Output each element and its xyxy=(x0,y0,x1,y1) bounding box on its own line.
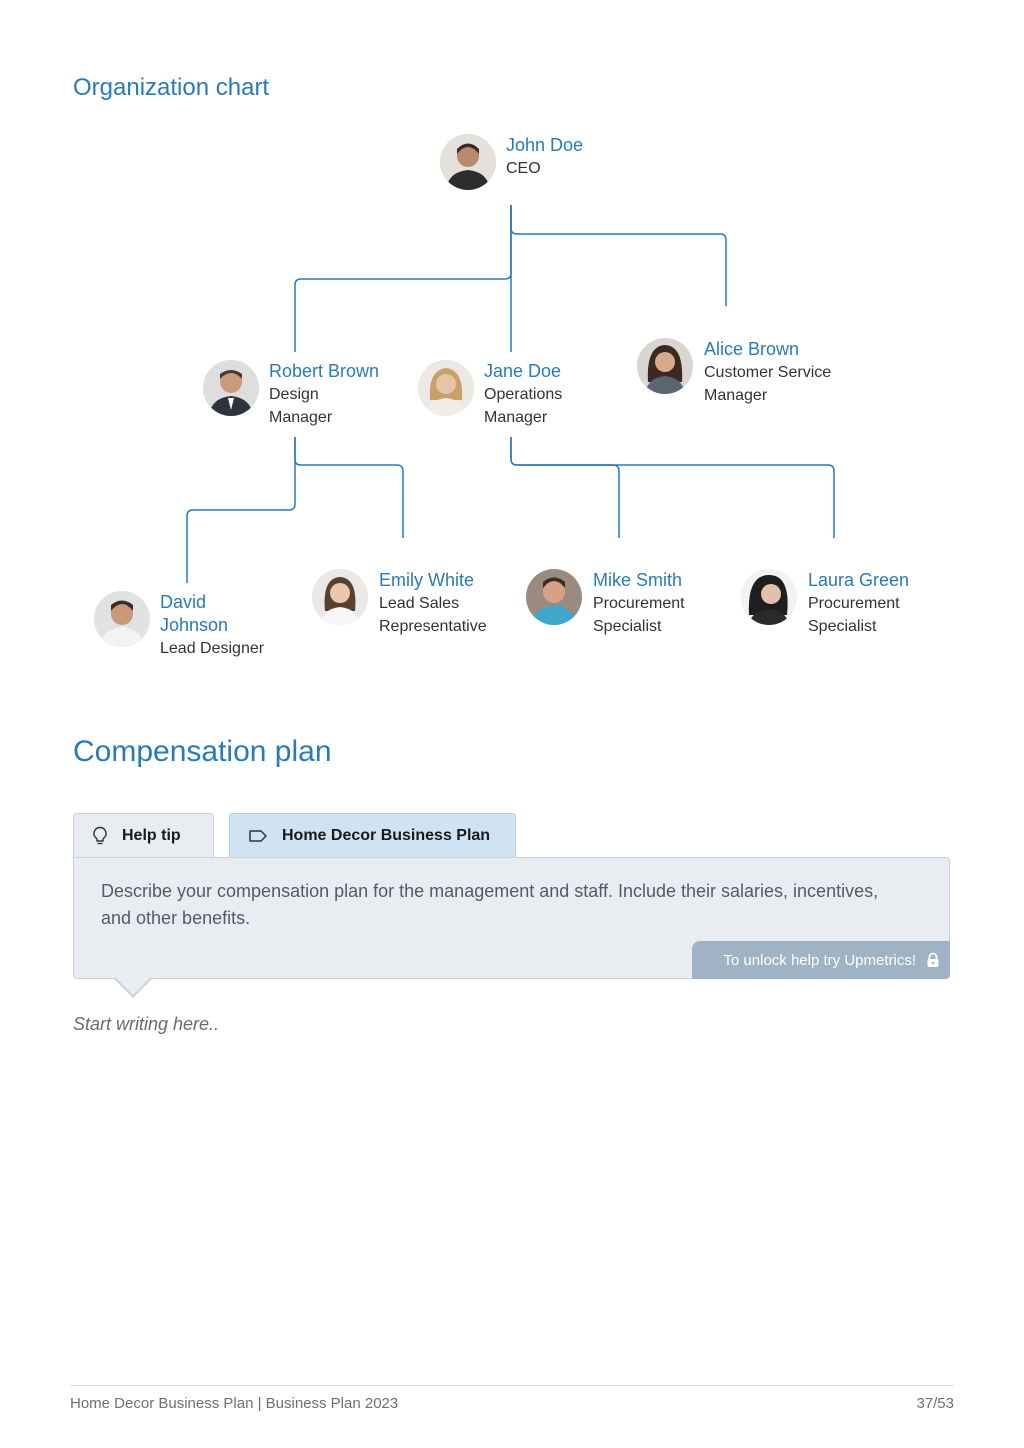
person-photo-avatar xyxy=(741,569,797,625)
unlock-label: To unlock help try Upmetrics! xyxy=(723,951,916,969)
editor-placeholder[interactable]: Start writing here.. xyxy=(73,1014,220,1034)
person-photo-avatar xyxy=(94,591,150,647)
person-photo-avatar xyxy=(418,360,474,416)
connector-jane-to-mike xyxy=(510,437,620,538)
person-name: Mike Smith xyxy=(593,570,683,590)
org-chart-title: Organization chart xyxy=(73,74,270,101)
person-photo-avatar xyxy=(203,360,259,416)
person-name: Robert Brown xyxy=(269,361,380,381)
unlock-upmetrics-button[interactable]: To unlock help try Upmetrics! xyxy=(692,941,950,979)
compensation-plan-title: Compensation plan xyxy=(73,735,332,768)
person-role: Lead Designer xyxy=(160,640,265,657)
person-role: Design Manager xyxy=(269,386,333,426)
person-photo-avatar xyxy=(637,338,693,394)
person-photo-avatar xyxy=(526,569,582,625)
person-role: Procurement Specialist xyxy=(593,595,685,635)
page-number: 37/53 xyxy=(916,1395,954,1412)
person-name: Jane Doe xyxy=(484,361,562,381)
connector-jane-to-laura xyxy=(510,437,835,538)
person-name: John Doe xyxy=(506,135,584,155)
person-role: CEO xyxy=(506,160,541,177)
footer-divider xyxy=(70,1385,954,1386)
help-tip-text: Describe your compensation plan for the … xyxy=(101,881,879,928)
person-name: Alice Brown xyxy=(704,339,800,359)
person-role: Operations Manager xyxy=(484,386,563,426)
tag-icon xyxy=(248,828,268,844)
person-name: Emily White xyxy=(379,570,475,590)
tab-home-decor-business-plan[interactable]: Home Decor Business Plan xyxy=(229,813,516,857)
lightbulb-icon xyxy=(92,826,108,846)
tip-pointer-fill xyxy=(115,977,151,995)
footer-document-title: Home Decor Business Plan | Business Plan… xyxy=(70,1395,399,1412)
tab-help-tip[interactable]: Help tip xyxy=(73,813,214,857)
help-tip-box: Describe your compensation plan for the … xyxy=(73,857,950,979)
person-role: Customer Service Manager xyxy=(704,364,832,404)
tab-label: Help tip xyxy=(122,826,181,844)
connector-robert-to-emily xyxy=(294,437,404,538)
person-name: David Johnson xyxy=(160,592,229,635)
person-role: Lead Sales Representative xyxy=(379,595,487,635)
person-name: Laura Green xyxy=(808,570,910,590)
lock-icon xyxy=(926,952,940,968)
tab-label: Home Decor Business Plan xyxy=(282,826,491,844)
connector-john-to-robert xyxy=(294,205,512,352)
person-photo-avatar xyxy=(312,569,368,625)
connector-john-to-alice xyxy=(510,205,727,306)
person-role: Procurement Specialist xyxy=(808,595,900,635)
person-photo-avatar xyxy=(440,134,496,190)
connector-robert-to-david xyxy=(186,437,296,583)
